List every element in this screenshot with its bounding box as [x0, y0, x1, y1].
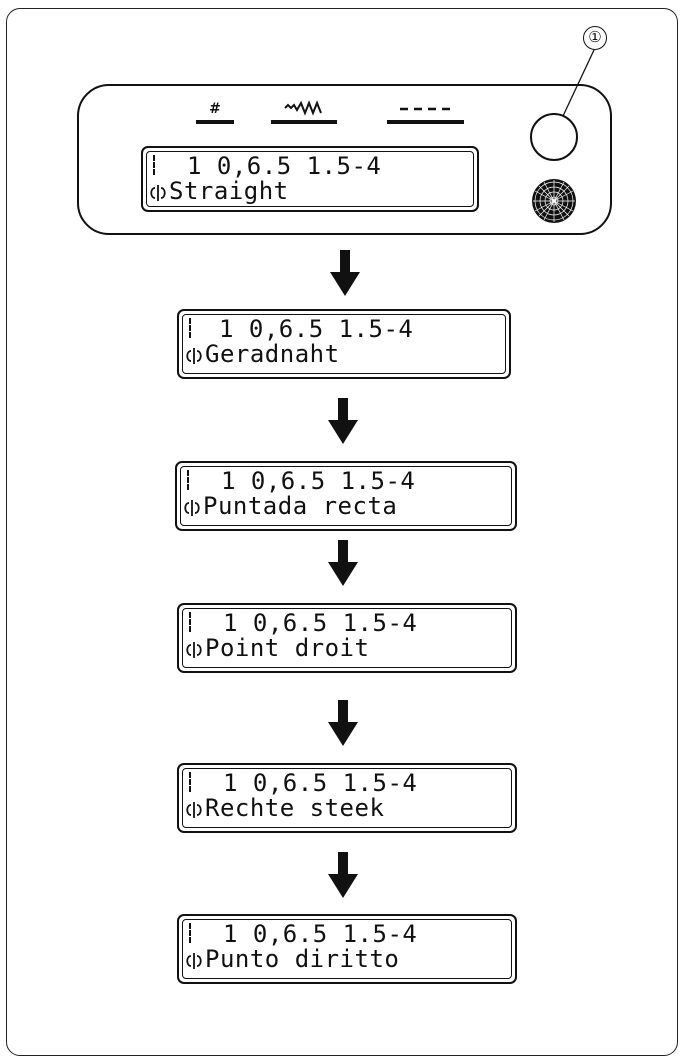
callout-number: ①	[583, 26, 607, 50]
needle-position-icon	[189, 772, 191, 792]
zigzag-width-icon	[271, 100, 337, 118]
stitch-settings: 1 0,6.5 1.5-4	[219, 315, 414, 343]
lcd-display-punto-diritto: 1 0,6.5 1.5-4 Punto diritto	[177, 914, 517, 984]
needle-position-icon	[189, 612, 191, 632]
stitch-name: Geradnaht	[205, 340, 340, 368]
presser-foot-icon	[184, 500, 200, 516]
needle-position-icon	[153, 155, 155, 175]
stitch-length-icon	[387, 100, 464, 118]
figure-frame	[6, 8, 678, 1056]
presser-foot-icon	[186, 953, 202, 969]
arrow-down-icon	[328, 398, 358, 444]
stitch-settings: 1 0,6.5 1.5-4	[223, 769, 418, 797]
presser-foot-icon	[186, 348, 202, 364]
needle-position-icon	[187, 470, 189, 490]
language-button[interactable]	[530, 113, 578, 161]
stitch-name: Rechte steek	[205, 794, 385, 822]
stitch-pattern-indicator: #	[196, 100, 234, 124]
stitch-settings: 1 0,6.5 1.5-4	[221, 467, 416, 495]
presser-foot-icon	[186, 642, 202, 658]
dial-knob-icon[interactable]	[530, 177, 578, 225]
stitch-name: Point droit	[205, 634, 370, 662]
needle-position-icon	[189, 318, 191, 338]
arrow-down-icon	[328, 540, 358, 586]
lcd-display-point-droit: 1 0,6.5 1.5-4 Point droit	[177, 603, 517, 673]
arrow-down-icon	[328, 852, 358, 898]
lcd-display-straight: 1 0,6.5 1.5-4 Straight	[141, 146, 479, 212]
lcd-display-rechte-steek: 1 0,6.5 1.5-4 Rechte steek	[177, 763, 517, 833]
needle-position-icon	[189, 923, 191, 943]
stitch-length-indicator	[387, 100, 464, 124]
stitch-settings: 1 0,6.5 1.5-4	[187, 152, 382, 180]
presser-foot-icon	[150, 185, 166, 201]
pattern-number-symbol: #	[209, 101, 221, 117]
arrow-down-icon	[330, 250, 360, 296]
control-panel	[77, 84, 612, 235]
lcd-display-geradnaht: 1 0,6.5 1.5-4 Geradnaht	[177, 309, 511, 379]
stitch-name: Straight	[169, 177, 289, 205]
stitch-name: Punto diritto	[205, 945, 400, 973]
zigzag-width-indicator	[271, 100, 337, 124]
stitch-settings: 1 0,6.5 1.5-4	[223, 920, 418, 948]
arrow-down-icon	[328, 700, 358, 746]
presser-foot-icon	[186, 802, 202, 818]
stitch-name: Puntada recta	[203, 492, 398, 520]
stitch-settings: 1 0,6.5 1.5-4	[223, 609, 418, 637]
lcd-display-puntada-recta: 1 0,6.5 1.5-4 Puntada recta	[175, 461, 517, 531]
